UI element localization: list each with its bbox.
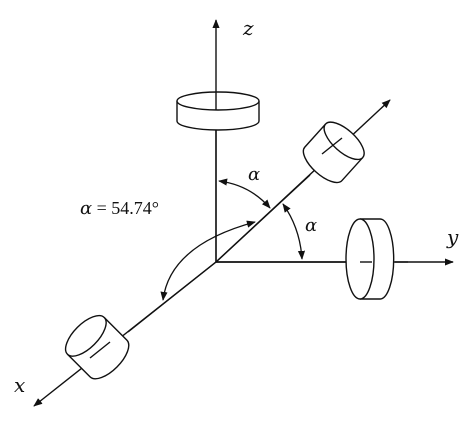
x-wheel-axle (89, 341, 111, 359)
alpha-arc-x (160, 220, 256, 301)
equation-symbol: α (80, 198, 92, 219)
skew-wheel (302, 121, 365, 184)
z-label: z (242, 16, 254, 40)
alpha-equation: α = 54.74° (80, 198, 159, 219)
alpha-arc-y (282, 203, 306, 260)
x-label: x (14, 373, 25, 397)
alpha-arc-z (218, 178, 271, 209)
alpha-label-side: α (305, 215, 317, 236)
equation-value: = 54.74° (92, 198, 159, 218)
y-label: y (446, 225, 459, 249)
skew-wheel-axle (321, 137, 343, 155)
y-wheel (345, 218, 408, 300)
alpha-label-top: α (248, 164, 260, 185)
z-wheel (176, 91, 260, 140)
x-wheel (64, 314, 130, 380)
